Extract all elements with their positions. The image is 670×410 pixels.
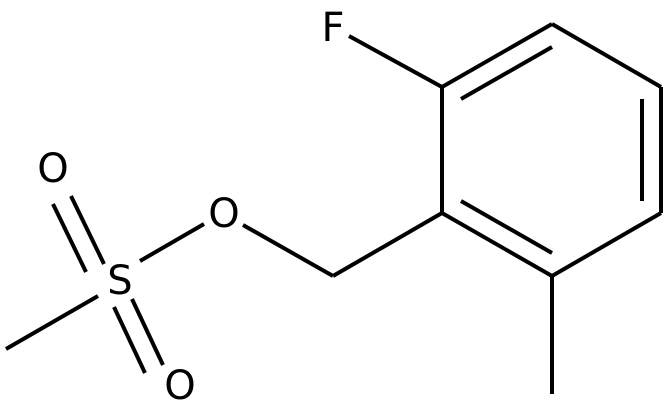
sulfur-atom-label: S [107, 258, 132, 304]
fluorine-atom-label: F [321, 5, 344, 51]
bond-ch2-ether-oxygen [242, 223, 334, 278]
bond-ether-oxygen-sulfur [138, 222, 206, 263]
bond-c6-ch2 [331, 211, 444, 278]
sulfonyl-lower-oxygen-atom-label: O [164, 363, 195, 409]
ring-bond-c1-c2-inner [460, 45, 553, 101]
ring-bond-c1-c2 [441, 22, 553, 89]
bond-sulfur-upper-oxygen-b [51, 203, 88, 273]
sulfonyl-upper-oxygen-atom-label: O [37, 146, 68, 192]
bond-sulfur-methyl [5, 294, 99, 351]
bond-sulfur-lower-oxygen-a [130, 298, 165, 366]
bond-sulfur-lower-oxygen-b [112, 306, 147, 374]
bond-c1-fluorine [348, 34, 443, 89]
bond-sulfur-upper-oxygen-a [69, 195, 106, 265]
ether-oxygen-atom-label: O [208, 191, 239, 237]
ring-bond-c4-c5 [550, 211, 663, 278]
ring-bond-c5-c6 [441, 211, 553, 278]
ring-bond-c2-c3 [550, 22, 663, 89]
ring-bond-c5-c6-inner [460, 199, 553, 255]
